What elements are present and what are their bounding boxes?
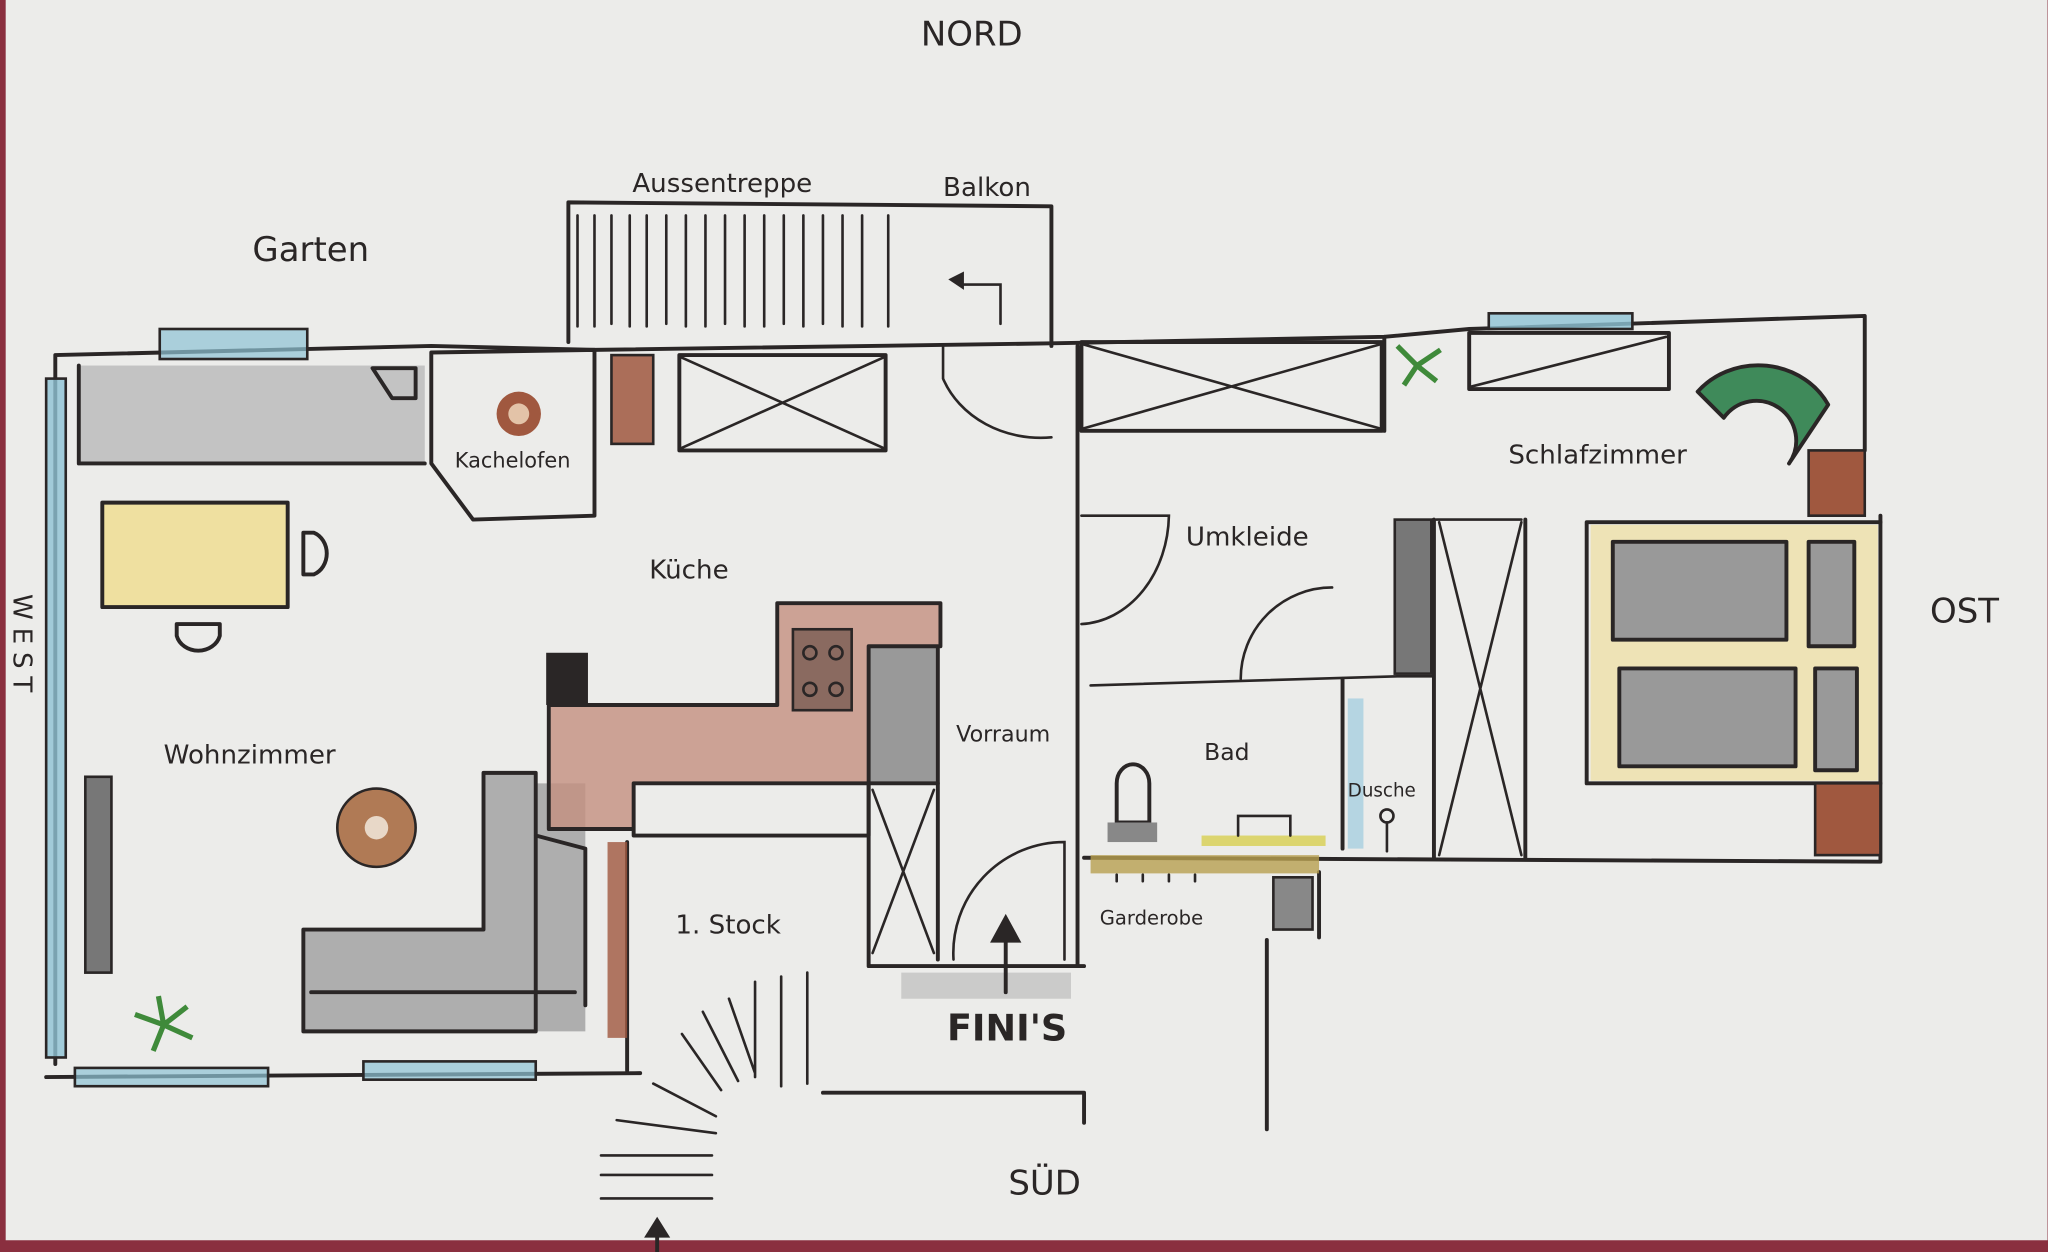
chair-icon: [174, 622, 222, 653]
compass-west: WEST: [6, 594, 36, 700]
armchair: [1695, 363, 1831, 466]
window-south-1: [73, 1066, 270, 1088]
label-bathroom: Bad: [1204, 738, 1249, 766]
dressing-room-doors: [1080, 514, 1436, 687]
outside-stairs: [566, 200, 1054, 348]
tiled-stove: [429, 347, 597, 522]
door-north: [941, 344, 1053, 440]
plant-icon: [134, 995, 194, 1052]
compass-east: OST: [1930, 592, 1999, 632]
bedside-cabinet: [1807, 449, 1867, 517]
label-tiled-stove: Kachelofen: [455, 448, 571, 472]
round-table: [335, 787, 417, 869]
shoe-cabinet: [1272, 876, 1314, 931]
dining-table: [100, 500, 290, 610]
entrance-arrow-icon: [990, 913, 1022, 995]
compass-north: NORD: [921, 15, 1023, 55]
window-cabinet-x: [1467, 330, 1671, 392]
coat-rack: [1090, 855, 1320, 883]
toilet: [1107, 762, 1158, 843]
shower-head-icon: [1379, 808, 1395, 853]
up-arrow-stairs-icon: [644, 1216, 671, 1252]
label-entrance: FINI'S: [947, 1007, 1067, 1050]
label-living-room: Wohnzimmer: [164, 741, 336, 771]
wardrobe-x: [1435, 518, 1523, 857]
entrance-door: [952, 840, 1066, 961]
balcony-arrow-icon: [948, 271, 1002, 326]
label-kitchen: Küche: [649, 555, 728, 585]
cabinet-x-2: [871, 788, 936, 955]
window-south-2: [362, 1060, 538, 1081]
label-hallway: Vorraum: [956, 722, 1050, 748]
window-north-east: [1487, 312, 1634, 331]
label-first-floor: 1. Stock: [675, 910, 781, 940]
label-bedroom: Schlafzimmer: [1508, 440, 1687, 470]
sink: [1201, 814, 1326, 846]
label-wardrobe: Garderobe: [1100, 906, 1203, 929]
label-garden: Garten: [252, 230, 369, 270]
window-west: [44, 377, 68, 1059]
bench: [76, 363, 427, 466]
kitchen-counter: [546, 601, 943, 838]
bedside-cabinet: [1813, 782, 1882, 857]
sofa: [301, 770, 588, 1034]
cabinet-x-1: [677, 353, 888, 453]
cabinet-x-3: [1079, 340, 1384, 433]
chair-icon: [301, 530, 329, 577]
label-dressing-room: Umkleide: [1186, 523, 1309, 553]
kitchen-cabinet-brown: [610, 353, 655, 446]
window-north-west: [158, 327, 309, 361]
shower-glass: [1347, 698, 1364, 849]
compass-south: SÜD: [1008, 1163, 1081, 1204]
label-shower: Dusche: [1348, 780, 1416, 801]
doormat: [901, 972, 1071, 999]
beds: [1590, 524, 1878, 781]
spiral-stairs: [599, 842, 809, 1200]
shelf: [84, 775, 113, 974]
label-balcony: Balkon: [943, 173, 1031, 203]
closet-column: [1393, 518, 1433, 675]
plant-icon: [1395, 344, 1442, 387]
label-outside-stairs: Aussentreppe: [632, 169, 812, 199]
